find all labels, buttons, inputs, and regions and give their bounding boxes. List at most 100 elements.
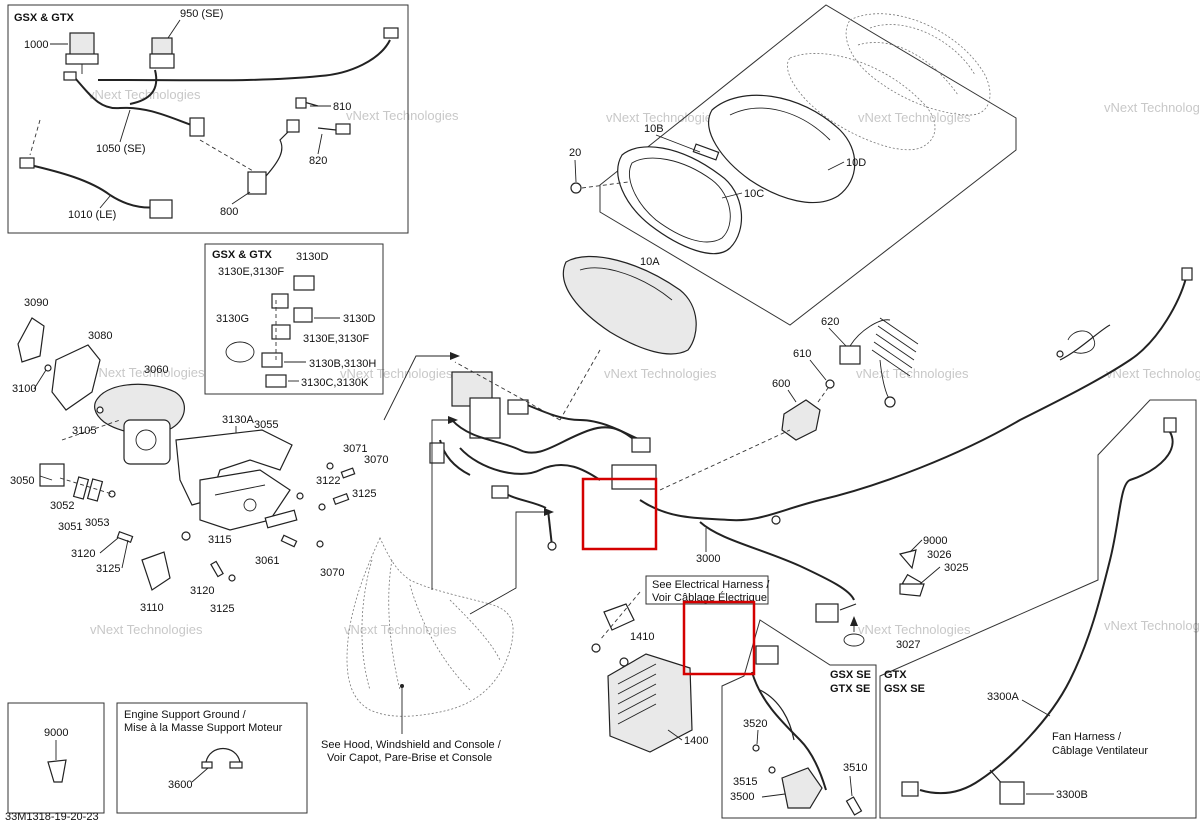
connector-shape	[265, 374, 287, 388]
watermark: vNext Technologies	[90, 622, 203, 637]
watermark: vNext Technologies	[856, 366, 969, 381]
clip-group: 9000 3026 3025 3027	[843, 535, 968, 651]
callout-label: 3025	[944, 562, 968, 574]
callout-label: 3070	[320, 567, 344, 579]
callout-label: 3120	[71, 548, 95, 560]
variant-gtx-line2: GSX SE	[884, 683, 925, 695]
callout-label: 3060	[144, 364, 168, 376]
clip-9000	[898, 549, 917, 570]
highlight-box-junction	[581, 477, 658, 551]
ground-terminal	[229, 761, 243, 769]
callout-label: 3515	[733, 776, 757, 788]
connectors-inset-title: GSX & GTX	[212, 249, 273, 261]
connector-shape	[271, 324, 291, 340]
bezel-10C	[617, 146, 743, 255]
ground-inset-3600: Engine Support Ground / Mise à la Masse …	[116, 702, 308, 814]
callout-label: 3070	[364, 454, 388, 466]
lanyard-group: 620 610 600	[659, 316, 919, 491]
callout-label: 810	[333, 101, 351, 113]
nut-610	[825, 379, 835, 389]
connector-shape	[429, 442, 445, 464]
hood-note-line2: Voir Capot, Pare-Brise et Console	[327, 752, 492, 764]
callout-label: 3110	[140, 602, 164, 614]
callout-label: 9000	[44, 727, 68, 739]
callout-label: 3125	[352, 488, 376, 500]
clip-9000-b	[47, 759, 67, 783]
callout-label: 3055	[254, 419, 278, 431]
switches-inset-frame	[7, 4, 409, 234]
connector-shape	[149, 199, 173, 219]
hood-note-line1: See Hood, Windshield and Console /	[321, 739, 502, 751]
callout-label: 3053	[85, 517, 109, 529]
cluster-exploded-frame	[599, 4, 1017, 326]
plate-3080	[51, 344, 101, 411]
bracket-shape	[603, 603, 635, 631]
callout-label: 10A	[640, 256, 660, 268]
fan-inset-frame	[879, 399, 1197, 819]
connectors-inset-frame	[204, 243, 384, 395]
connectors-inset: GSX & GTX 3130D 3130E,3130F 3130G 3130D …	[204, 243, 384, 395]
ground-title-line2: Mise à la Masse Support Moteur	[124, 722, 283, 734]
watermark: vNext Technologies	[858, 110, 971, 125]
callout-label: 3520	[743, 718, 767, 730]
connector-shape	[189, 117, 205, 137]
callout-label: 3100	[12, 383, 36, 395]
part-3052	[72, 476, 90, 500]
instrument-cluster-group: 20 10B 10D 10C 10A	[559, 4, 1017, 421]
variant-se-line1: GSX SE	[830, 669, 871, 681]
connector-shape	[507, 399, 529, 415]
callout-label: 3130E,3130F	[218, 266, 284, 278]
variant-se-frame	[721, 619, 877, 819]
watermark: vNext Technologies	[92, 365, 205, 380]
watermarks: vNext Technologies vNext Technologies vN…	[88, 87, 1200, 637]
connector-3300B	[999, 781, 1025, 805]
callout-label: 3130C,3130K	[301, 377, 369, 389]
fuse-holder-800	[247, 171, 267, 195]
part-3051	[86, 478, 104, 502]
callout-label: 3600	[168, 779, 192, 791]
watermark: vNext Technologies	[88, 87, 201, 102]
switches-inset: GSX & GTX 1000 950 (SE) 810	[7, 4, 409, 234]
regulator-group: 1410 1400	[591, 591, 708, 753]
connector-shape	[19, 157, 35, 169]
headlight-group: See Hood, Windshield and Console / Voir …	[321, 416, 554, 764]
callout-label: 3500	[730, 791, 754, 803]
callout-label: 1010 (LE)	[68, 209, 116, 221]
watermark: vNext Technologies	[346, 108, 459, 123]
callout-label: 3130G	[216, 313, 249, 325]
callout-label: 3000	[696, 553, 720, 565]
connector-block	[469, 397, 501, 439]
callout-label: 3120	[190, 585, 214, 597]
wire-loop	[225, 341, 255, 363]
connector-shape	[901, 781, 919, 797]
connector-shape	[261, 352, 283, 368]
callout-label: 10B	[644, 123, 664, 135]
callout-label: 820	[309, 155, 327, 167]
connector-shape	[491, 485, 509, 499]
clip-10B	[692, 143, 720, 161]
callout-label: 3125	[96, 563, 120, 575]
clip-3025	[899, 583, 925, 597]
callout-label: 3080	[88, 330, 112, 342]
callout-label: 1000	[24, 39, 48, 51]
watermark: vNext Technologies	[858, 622, 971, 637]
switch-600	[781, 399, 821, 441]
electrical-note-box	[645, 575, 769, 605]
connector-shape	[815, 603, 839, 623]
callout-label: 3300B	[1056, 789, 1088, 801]
electrical-note-line1: See Electrical Harness /	[652, 579, 770, 591]
callout-label: 1050 (SE)	[96, 143, 146, 155]
watermark: vNext Technologies	[1106, 366, 1200, 381]
callout-label: 3050	[10, 475, 34, 487]
callout-label: 3027	[896, 639, 920, 651]
watermark: vNext Technologies	[344, 622, 457, 637]
switch-950-base	[149, 53, 175, 69]
watermark: vNext Technologies	[340, 366, 453, 381]
callout-label: 9000	[923, 535, 947, 547]
callout-label: 800	[220, 206, 238, 218]
connector-shape	[63, 71, 77, 81]
callout-label: 1400	[684, 735, 708, 747]
callout-label: 1410	[630, 631, 654, 643]
terminal-810	[295, 97, 307, 109]
callout-label: 3125	[210, 603, 234, 615]
